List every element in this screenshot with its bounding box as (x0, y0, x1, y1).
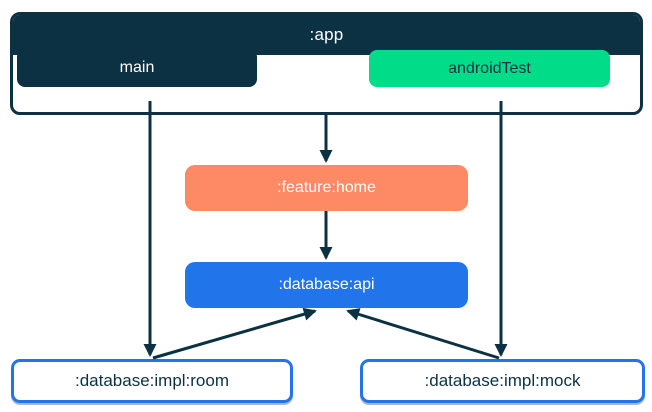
edge-database_impl_mock-to-database_api (346, 308, 500, 360)
node-database-api-label: :database:api (278, 276, 375, 293)
node-database-impl-room-label: :database:impl:room (74, 371, 230, 390)
node-database-impl-room: :database:impl:room (11, 359, 293, 403)
node-feature-home-label: :feature:home (277, 179, 376, 196)
node-database-api: :database:api (185, 262, 468, 308)
node-androidtest: androidTest (369, 50, 610, 87)
edge-database_impl_room-to-database_api (152, 307, 317, 360)
node-app-label: :app (309, 25, 344, 44)
node-database-impl-mock: :database:impl:mock (360, 359, 645, 403)
node-database-impl-mock-label: :database:impl:mock (424, 371, 581, 390)
node-androidtest-label: androidTest (448, 59, 531, 77)
node-feature-home: :feature:home (185, 165, 468, 211)
node-main-label: main (119, 59, 155, 76)
node-app-header: :app (13, 15, 640, 55)
node-main: main (17, 49, 257, 87)
